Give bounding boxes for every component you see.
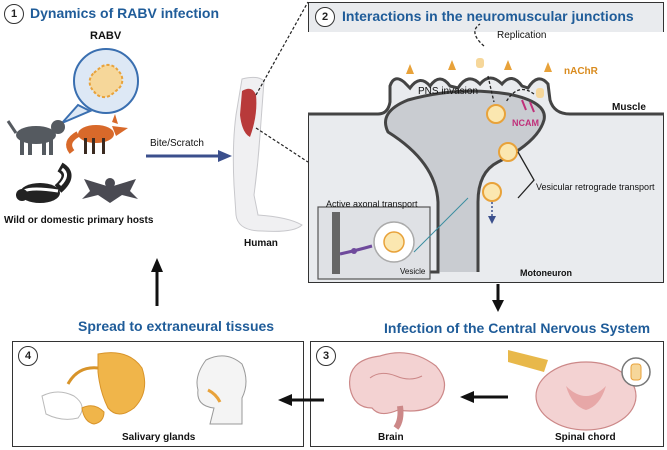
- left-arrow-brain: [460, 391, 508, 403]
- section3-number: 3: [316, 346, 336, 366]
- ncam-label: NCAM: [512, 118, 539, 128]
- section2-title: Interactions in the neuromuscular juncti…: [342, 8, 634, 24]
- fox-icon: [66, 114, 128, 154]
- spinal-chord-label: Spinal chord: [555, 432, 616, 443]
- salivary-glands-illustration: [41, 352, 146, 425]
- vesicular-transport-label: Vesicular retrograde transport: [536, 182, 655, 192]
- salivary-glands-label: Salivary glands: [122, 432, 196, 443]
- human-leg-illustration: [232, 76, 303, 232]
- rabv-label: RABV: [90, 30, 122, 42]
- down-arrow: [492, 284, 504, 312]
- axonal-transport-label: Active axonal transport: [326, 199, 418, 209]
- section3-title: Infection of the Central Nervous System: [384, 320, 651, 336]
- brain-illustration: [348, 352, 446, 430]
- muscle-label: Muscle: [612, 102, 646, 113]
- spinal-cord-illustration: [508, 350, 651, 431]
- vesicle-label: Vesicle: [400, 267, 426, 276]
- left-arrow-salivary: [278, 394, 324, 406]
- replication-label: Replication: [497, 30, 547, 41]
- skunk-icon: [16, 162, 72, 203]
- section1-number: 1: [4, 4, 24, 24]
- pns-invasion-label: PNS invasion: [418, 86, 479, 97]
- rabv-virus-zoom: [61, 48, 139, 124]
- bat-icon: [82, 178, 138, 203]
- section1-title: Dynamics of RABV infection: [30, 5, 220, 21]
- hosts-label: Wild or domestic primary hosts: [4, 215, 154, 226]
- zoom-lines: [255, 1, 309, 163]
- nmj-illustration: [308, 23, 664, 280]
- motoneuron-label: Motoneuron: [520, 268, 572, 278]
- bite-arrow: [146, 150, 232, 162]
- section4-number: 4: [18, 346, 38, 366]
- human-label: Human: [244, 238, 278, 249]
- nachr-label: nAChR: [564, 66, 598, 77]
- up-arrow: [151, 258, 163, 306]
- section4-title: Spread to extraneural tissues: [78, 318, 275, 334]
- human-head-illustration: [196, 355, 247, 425]
- brain-label: Brain: [378, 432, 404, 443]
- bite-scratch-label: Bite/Scratch: [150, 138, 204, 149]
- dog-icon: [6, 120, 65, 155]
- section2-number: 2: [315, 7, 335, 27]
